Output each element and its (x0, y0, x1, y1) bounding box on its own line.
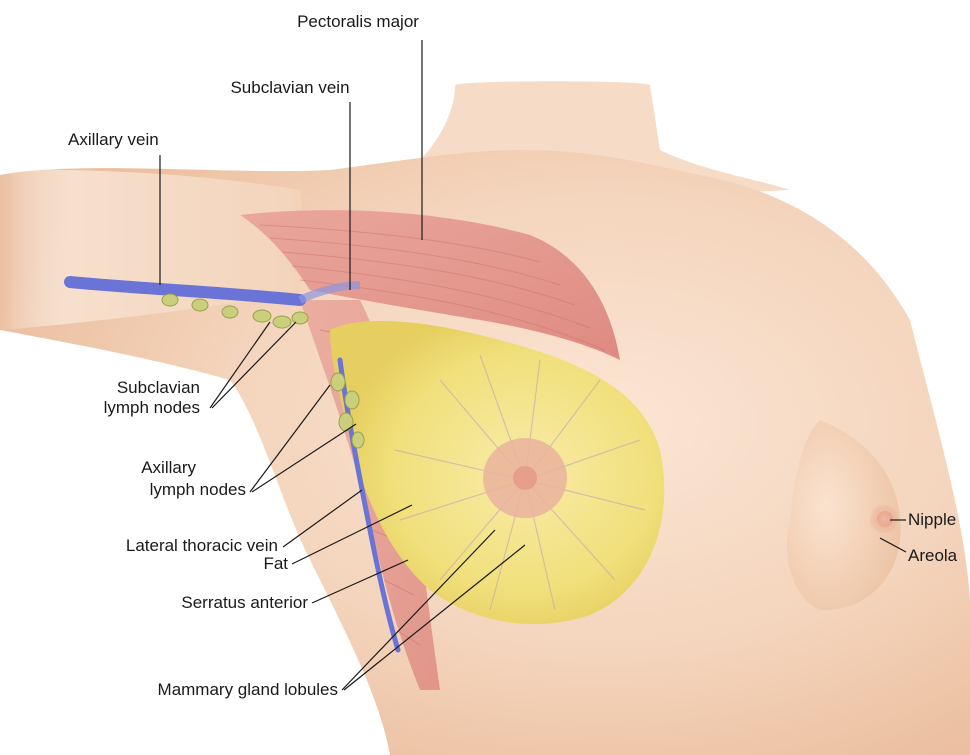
label-axillary-vein: Axillary vein (68, 130, 159, 150)
lymph-node (352, 432, 364, 448)
lymph-node (345, 391, 359, 409)
nipple (513, 466, 537, 490)
label-subclavian-lymph-nodes-line1: Subclavian (60, 378, 200, 398)
label-nipple: Nipple (908, 510, 956, 530)
label-serratus-anterior: Serratus anterior (100, 593, 308, 613)
lymph-node (292, 312, 308, 324)
lymph-node (331, 373, 345, 391)
lymph-node (339, 413, 353, 431)
lymph-node (273, 316, 291, 328)
label-subclavian-vein: Subclavian vein (210, 78, 370, 98)
label-lateral-thoracic-vein: Lateral thoracic vein (40, 536, 278, 556)
label-mammary-gland-lobules: Mammary gland lobules (80, 680, 338, 700)
label-areola: Areola (908, 546, 957, 566)
lymph-node (222, 306, 238, 318)
lymph-node (253, 310, 271, 322)
lymph-node (162, 294, 178, 306)
label-subclavian-lymph-nodes-line2: lymph nodes (60, 398, 200, 418)
label-fat: Fat (200, 554, 288, 574)
label-pectoralis-major: Pectoralis major (278, 12, 438, 32)
label-axillary-lymph-nodes-line2: lymph nodes (60, 480, 246, 500)
lymph-node (192, 299, 208, 311)
label-axillary-lymph-nodes-line1: Axillary (60, 458, 196, 478)
